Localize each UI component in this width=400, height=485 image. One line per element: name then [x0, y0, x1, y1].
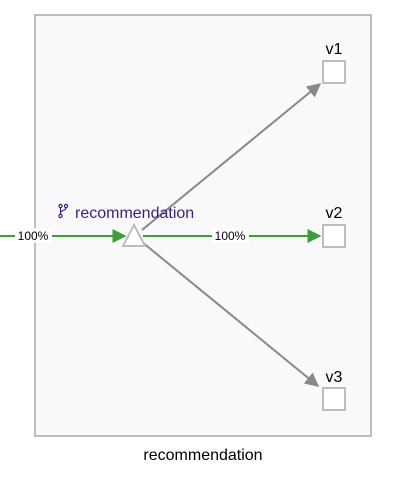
version-node-v3[interactable]: [322, 387, 346, 411]
edge-to-v2-label: 100%: [215, 229, 246, 243]
edge-incoming-label-bg: [15, 228, 52, 243]
version-label-v1: v1: [326, 41, 343, 58]
app-box-label: recommendation: [143, 447, 262, 464]
edge-to-v1[interactable]: [141, 83, 322, 231]
edge-incoming-label: 100%: [18, 229, 49, 243]
app-box[interactable]: [34, 14, 372, 437]
version-label-v3: v3: [326, 369, 343, 386]
service-node-label: recommendation: [75, 205, 194, 222]
edge-to-v2-label-bg: [212, 228, 249, 243]
branch-icon: [58, 203, 69, 219]
edge-to-v3[interactable]: [141, 241, 320, 387]
service-node-label-group: recommendation: [58, 203, 194, 222]
version-node-v1[interactable]: [322, 60, 346, 84]
service-node-triangle[interactable]: [121, 222, 147, 247]
version-label-v2: v2: [326, 205, 343, 222]
version-node-v2[interactable]: [322, 224, 346, 248]
